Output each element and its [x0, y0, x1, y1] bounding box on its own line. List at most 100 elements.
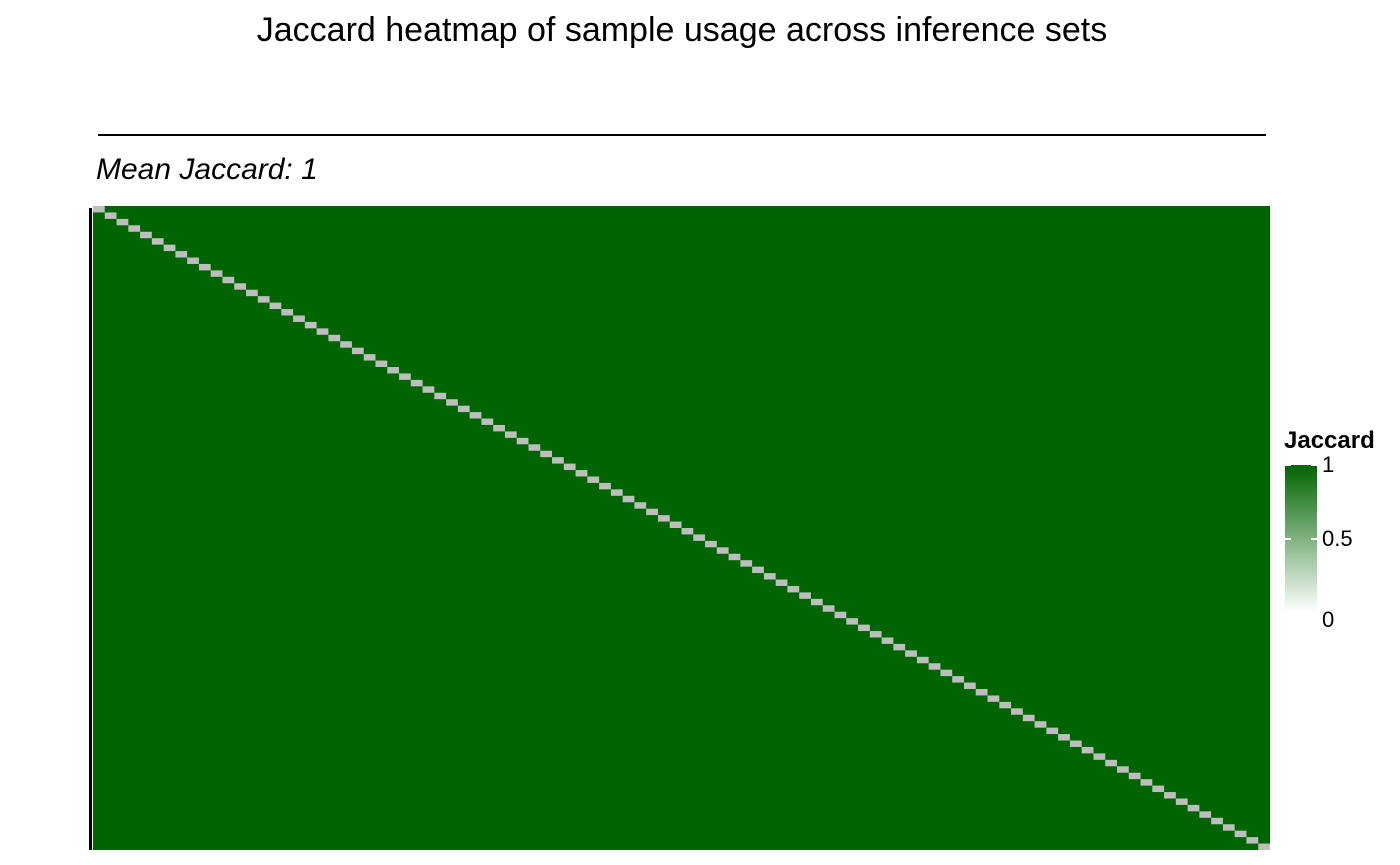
heatmap-diagonal-cell [787, 585, 800, 593]
heatmap-diagonal-cell [363, 354, 376, 361]
heatmap-diagonal-cell [1175, 798, 1188, 805]
column-dendrogram-line [98, 134, 1266, 136]
heatmap-diagonal-cell [116, 218, 129, 226]
heatmap-diagonal-cell [469, 412, 482, 419]
heatmap-diagonal-cell [375, 360, 388, 367]
heatmap-diagonal-cell [1128, 772, 1141, 780]
heatmap-diagonal-cell [540, 450, 553, 458]
heatmap-diagonal-cell [1081, 746, 1094, 754]
heatmap-diagonal-cell [1152, 785, 1165, 793]
heatmap-diagonal-cell [1022, 714, 1035, 722]
heatmap-diagonal-cell [587, 476, 600, 483]
heatmap-diagonal-cell [728, 553, 741, 561]
heatmap-diagonal-cell [328, 334, 341, 342]
heatmap-diagonal-cell [1164, 792, 1176, 799]
heatmap-diagonal-cell [457, 405, 470, 413]
heatmap-diagonal-cell [1258, 843, 1270, 850]
heatmap-diagonal-cell [893, 643, 906, 651]
heatmap-diagonal-cell [434, 392, 447, 400]
heatmap-diagonal-cell [481, 418, 494, 425]
heatmap-diagonal-cell [140, 231, 152, 239]
heatmap-diagonal-cell [351, 347, 364, 355]
row-dendrogram-line [89, 208, 92, 850]
heatmap-plot [93, 206, 1270, 850]
heatmap-diagonal-cell [269, 302, 282, 310]
heatmap-diagonal-cell [846, 618, 859, 625]
heatmap-diagonal-cell [1046, 727, 1059, 735]
heatmap-diagonal-cell [822, 605, 835, 612]
heatmap-diagonal-cell [834, 611, 847, 619]
heatmap-diagonal-cell [187, 257, 199, 264]
heatmap-diagonal-cell [1211, 817, 1223, 825]
heatmap-diagonal-cell [175, 251, 188, 258]
heatmap-diagonal-cell [93, 206, 105, 213]
heatmap-diagonal-cell [104, 212, 117, 219]
heatmap-diagonal-cell [1199, 811, 1212, 818]
heatmap-diagonal-cell [775, 579, 788, 586]
heatmap-diagonal-cell [928, 663, 941, 670]
heatmap-diagonal-cell [916, 656, 929, 664]
heatmap-diagonal-cell [387, 367, 400, 374]
heatmap-diagonal-cell [198, 263, 211, 271]
heatmap-diagonal-cell [963, 682, 976, 689]
legend-title: Jaccard [1284, 427, 1375, 454]
legend-tick-label: 0 [1322, 607, 1335, 632]
legend-tick-label: 1 [1322, 452, 1335, 477]
chart-subtitle: Mean Jaccard: 1 [96, 153, 318, 186]
heatmap-diagonal-cell [504, 431, 517, 438]
legend-tick-mark [1285, 537, 1291, 540]
heatmap-diagonal-cell [151, 238, 164, 245]
heatmap-diagonal-cell [940, 669, 953, 677]
heatmap-diagonal-cell [1058, 734, 1070, 741]
heatmap-diagonal-cell [952, 676, 964, 683]
heatmap-diagonal-cell [281, 309, 294, 316]
heatmap-diagonal-cell [304, 321, 317, 329]
heatmap-diagonal-cell [975, 689, 988, 696]
heatmap-diagonal-cell [881, 637, 894, 644]
heatmap-diagonal-cell [163, 244, 176, 252]
heatmap-diagonal-cell [693, 534, 706, 541]
heatmap-diagonal-cell [799, 592, 811, 599]
legend-tick-mark [1285, 464, 1291, 466]
heatmap-diagonal-cell [210, 270, 223, 277]
heatmap-diagonal-cell [681, 528, 694, 535]
heatmap-diagonal-cell [575, 470, 588, 477]
heatmap-diagonal-cell [399, 373, 411, 380]
heatmap-diagonal-cell [869, 631, 882, 638]
heatmap-diagonal-cell [610, 489, 623, 496]
heatmap-diagonal-cell [1011, 708, 1023, 715]
heatmap-diagonal-cell [987, 695, 1000, 702]
legend-tick-mark [1311, 464, 1317, 466]
heatmap-diagonal-cell [669, 521, 682, 528]
heatmap-diagonal-cell [563, 463, 576, 471]
heatmap-diagonal-cell [646, 508, 658, 516]
heatmap-diagonal-cell [1116, 766, 1129, 773]
legend-tick-mark [1311, 537, 1317, 540]
heatmap-diagonal-cell [752, 566, 764, 574]
heatmap-diagonal-cell [1246, 837, 1259, 844]
heatmap-diagonal-cell [716, 547, 729, 554]
heatmap-diagonal-cell [257, 296, 270, 303]
heatmap-diagonal-cell [446, 399, 458, 406]
heatmap-diagonal-cell [622, 495, 635, 503]
heatmap-diagonal-cell [599, 482, 611, 490]
chart-title: Jaccard heatmap of sample usage across i… [256, 11, 1108, 49]
heatmap-diagonal-cell [516, 437, 529, 445]
heatmap-diagonal-cell [634, 502, 647, 509]
heatmap-diagonal-cell [293, 315, 305, 322]
heatmap-diagonal-cell [705, 540, 717, 548]
heatmap-diagonal-cell [128, 225, 141, 232]
heatmap-diagonal-cell [410, 379, 423, 387]
heatmap-diagonal-cell [740, 560, 753, 567]
heatmap-diagonal-cell [1234, 830, 1247, 838]
heatmap-diagonal-cell [1034, 721, 1047, 728]
heatmap-diagonal-cell [1140, 779, 1153, 786]
heatmap-diagonal-cell [234, 283, 247, 290]
heatmap-diagonal-cell [999, 701, 1012, 709]
heatmap-diagonal-cell [763, 573, 776, 580]
heatmap-diagonal-cell [340, 341, 352, 348]
legend-tick-label: 0.5 [1322, 525, 1353, 551]
heatmap-diagonal-cell [657, 515, 670, 522]
heatmap-diagonal-cell [1105, 759, 1117, 767]
heatmap-diagonal-cell [422, 386, 435, 393]
